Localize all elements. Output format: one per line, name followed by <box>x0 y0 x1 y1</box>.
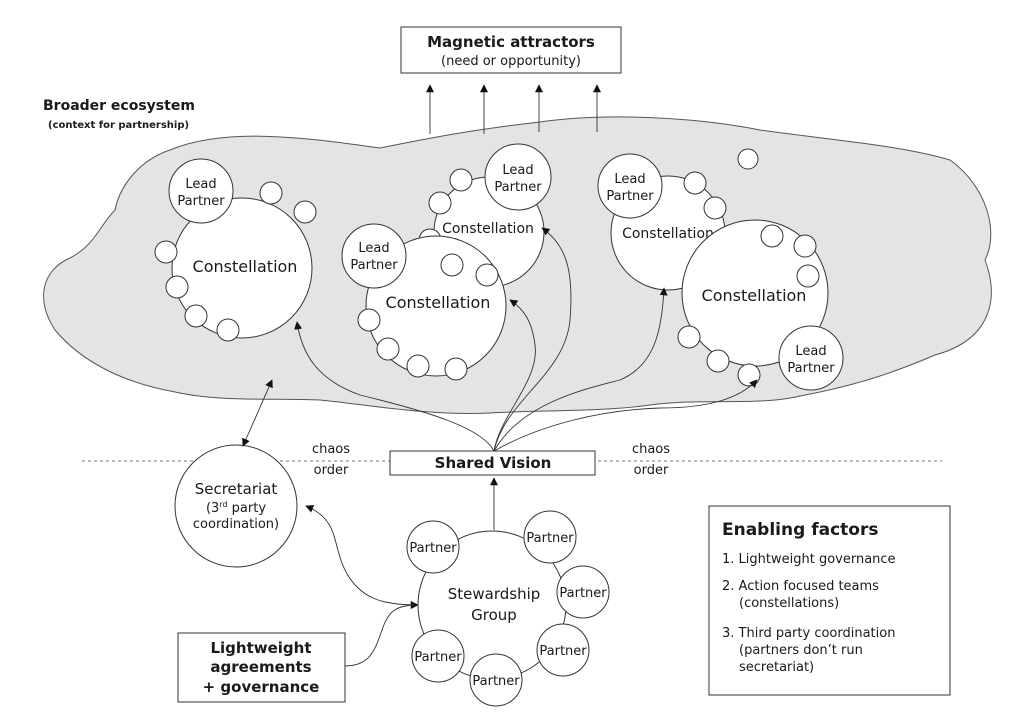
enabling-factor-item: 3. Third party coordination <box>722 626 895 641</box>
vision-connector <box>294 321 495 452</box>
stewardship-partner: Partner <box>469 653 523 707</box>
partner-node <box>406 354 430 378</box>
agreements-label: + governance <box>203 678 320 696</box>
partner-node <box>216 318 240 342</box>
svg-text:Partner: Partner <box>414 650 462 665</box>
partner-node <box>444 357 468 381</box>
svg-text:Partner: Partner <box>526 531 574 546</box>
agreements-label: Lightweight <box>210 639 311 657</box>
lead-partner-label: Partner <box>350 258 398 273</box>
lead-partner-circle <box>168 158 234 224</box>
partner-node <box>376 337 400 361</box>
partner-node <box>703 196 727 220</box>
svg-text:Partner: Partner <box>409 541 457 556</box>
chaos-label-left: chaos <box>312 442 350 457</box>
stewardship-partner: Partner <box>411 629 465 683</box>
partner-node <box>677 325 701 349</box>
constellation-label: Constellation <box>702 286 807 305</box>
constellation-label: Constellation <box>442 221 534 237</box>
enabling-factors-box <box>708 505 951 696</box>
partner-node <box>428 191 452 215</box>
lead-partner-label: Lead <box>185 177 216 192</box>
stewardship-partner: Partner <box>406 520 460 574</box>
partner-node <box>475 263 499 287</box>
magnetic-attractors-box <box>400 26 622 74</box>
partner-node <box>184 304 208 328</box>
stewardship-label: Group <box>471 606 517 624</box>
vision-connector <box>493 227 572 452</box>
secretariat-subtitle: coordination) <box>193 517 279 532</box>
shared-vision-label: Shared Vision <box>435 454 552 472</box>
partner-node <box>357 308 381 332</box>
partner-node <box>259 181 283 205</box>
agreements-connector <box>344 604 415 667</box>
secretariat-stewardship-connector <box>305 505 419 610</box>
enabling-factor-item: (constellations) <box>739 596 839 611</box>
partner-node <box>440 253 464 277</box>
magnetic-attractors-subtitle: (need or opportunity) <box>441 54 581 69</box>
partner-node <box>154 240 178 264</box>
svg-text:Partner: Partner <box>559 586 607 601</box>
secretariat-circle <box>174 444 298 568</box>
partner-node <box>706 349 730 373</box>
chaos-label-right: chaos <box>632 442 670 457</box>
enabling-factors-title: Enabling factors <box>722 520 878 540</box>
enabling-factor-item: secretariat) <box>739 660 814 675</box>
lead-partner-label: Partner <box>494 180 542 195</box>
enabling-factor-item: (partners don’t run <box>739 643 863 658</box>
order-label-right: order <box>634 463 669 478</box>
lead-partner-label: Partner <box>177 194 225 209</box>
partner-node <box>793 234 817 258</box>
constellation-label: Constellation <box>193 257 298 276</box>
ecosystem-subtitle: (context for partnership) <box>48 120 189 131</box>
shared-vision-box <box>389 450 596 476</box>
ecosystem-title: Broader ecosystem <box>43 98 195 114</box>
secretariat-title: Secretariat <box>195 480 278 498</box>
lead-partner-circle <box>484 143 552 211</box>
partner-node <box>293 200 317 224</box>
partner-node <box>449 168 473 192</box>
secretariat-ecosystem-arrow <box>242 379 273 447</box>
secretariat-subtitle: (3rd party <box>206 500 266 516</box>
partner-node <box>737 363 761 387</box>
svg-text:Partner: Partner <box>472 674 520 689</box>
lead-partner-label: Lead <box>614 172 645 187</box>
agreements-box <box>177 632 346 703</box>
constellation-label: Constellation <box>622 226 714 242</box>
svg-text:Partner: Partner <box>539 644 587 659</box>
lead-partner-label: Partner <box>787 361 835 376</box>
stewardship-partner: Partner <box>536 623 590 677</box>
lead-partner-label: Lead <box>502 163 533 178</box>
partner-node <box>796 264 820 288</box>
vision-connector <box>493 287 668 452</box>
agreements-label: agreements <box>210 658 311 676</box>
order-label-left: order <box>314 463 349 478</box>
vision-connector <box>493 299 536 452</box>
enabling-factor-item: 2. Action focused teams <box>722 579 879 594</box>
stewardship-label: Stewardship <box>448 585 541 603</box>
stewardship-partner: Partner <box>523 510 577 564</box>
constellation-label: Constellation <box>386 293 491 312</box>
partner-node <box>683 171 707 195</box>
constellation-circle <box>171 197 313 339</box>
partner-node <box>165 275 189 299</box>
lead-partner-circle <box>778 325 844 391</box>
magnetic-attractors-title: Magnetic attractors <box>427 33 595 51</box>
lead-partner-label: Lead <box>358 241 389 256</box>
lead-partner-label: Partner <box>606 189 654 204</box>
enabling-factor-item: 1. Lightweight governance <box>722 552 896 567</box>
partner-node <box>760 224 784 248</box>
lead-partner-circle <box>341 223 407 289</box>
lead-partner-circle <box>597 153 663 219</box>
partner-node <box>737 148 759 170</box>
vision-connector <box>493 379 758 452</box>
lead-partner-label: Lead <box>795 344 826 359</box>
stewardship-partner: Partner <box>556 565 610 619</box>
